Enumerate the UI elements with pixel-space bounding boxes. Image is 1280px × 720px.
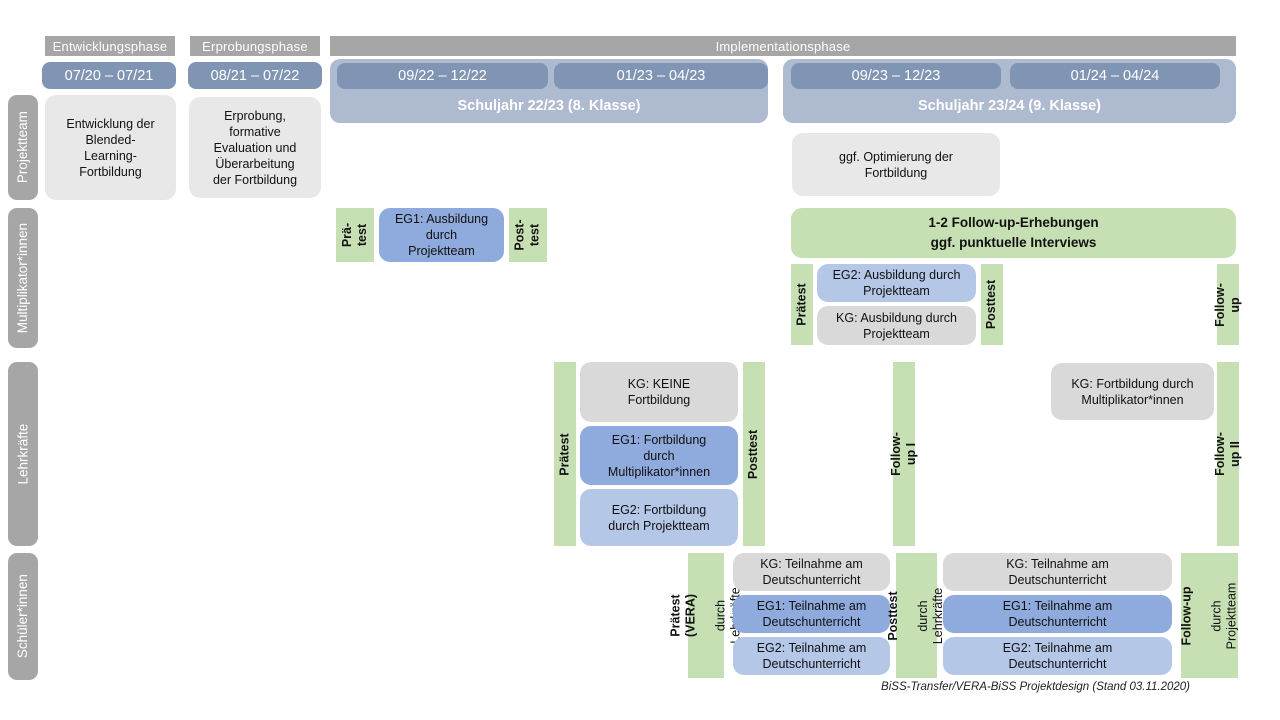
box-erprobung-evaluation: Erprobung, formative Evaluation und Über… <box>189 97 321 198</box>
followup2-label-lehrkraefte: Follow-up II <box>1213 432 1242 476</box>
followup-schueler-sublabel: durch Projektteam <box>1209 582 1239 649</box>
praetest-label-lehrkraefte: Prätest <box>557 432 572 476</box>
followup-label-multiplikatoren: Follow-up <box>1213 282 1242 327</box>
posttest-lehrkraefte-bar: Posttest durch Lehrkräfte <box>887 553 946 678</box>
box-kg-teilnahme-2: KG: Teilnahme am Deutschunterricht <box>943 553 1172 591</box>
date-bar-0720-0721: 07/20 – 07/21 <box>42 62 176 89</box>
praetest-vera-bar: Prätest (VERA) durch Lehrkräfte <box>669 553 743 678</box>
posttest-label-lehrkraefte: Posttest <box>746 429 761 479</box>
posttest-schueler-sublabel: durch Lehrkräfte <box>916 587 946 644</box>
box-eg1-teilnahme-2: EG1: Teilnahme am Deutschunterricht <box>943 595 1172 633</box>
followup2-bar-lehrkraefte: Follow-up II <box>1213 362 1242 546</box>
box-eg1-teilnahme-1: EG1: Teilnahme am Deutschunterricht <box>733 595 890 633</box>
row-label-projektteam-text: Projektteam <box>14 111 30 184</box>
row-label-lehrkraefte: Lehrkräfte <box>8 362 38 546</box>
box-kg-ausbildung-projektteam: KG: Ausbildung durch Projektteam <box>817 306 976 345</box>
date-bar-0821-0722: 08/21 – 07/22 <box>188 62 322 89</box>
praetest-small-label: Prä- test <box>339 222 369 248</box>
date-bar-0124-0424: 01/24 – 04/24 <box>1010 63 1220 89</box>
praetest-vera-label: Prätest (VERA) <box>668 593 698 638</box>
praetest-small-bar: Prä- test <box>336 208 374 262</box>
box-entwicklung-fortbildung: Entwicklung der Blended- Learning- Fortb… <box>45 95 176 200</box>
phase-header-entwicklungsphase: Entwicklungsphase <box>45 36 175 56</box>
posttest-bar-multiplikatoren: Posttest <box>981 264 1003 345</box>
box-kg-fortbildung-multiplikatoren: KG: Fortbildung durch Multiplikator*inne… <box>1051 363 1214 420</box>
praetest-bar-lehrkraefte: Prätest <box>554 362 576 546</box>
posttest-label-multiplikatoren: Posttest <box>984 279 999 330</box>
followup1-bar-lehrkraefte: Follow-up I <box>889 362 918 546</box>
posttest-bar-lehrkraefte: Posttest <box>743 362 765 546</box>
praetest-label-multiplikatoren: Prätest <box>794 283 809 326</box>
followup1-label-lehrkraefte: Follow-up I <box>889 432 918 476</box>
box-followup-erhebungen: 1-2 Follow-up-Erhebungen ggf. punktuelle… <box>791 208 1236 258</box>
box-kg-teilnahme-1: KG: Teilnahme am Deutschunterricht <box>733 553 890 591</box>
box-eg2-ausbildung-projektteam: EG2: Ausbildung durch Projektteam <box>817 264 976 302</box>
followup-projektteam-bar: Follow-up durch Projektteam <box>1180 553 1239 678</box>
box-optimierung-fortbildung: ggf. Optimierung der Fortbildung <box>792 133 1000 196</box>
date-bar-0923-1223: 09/23 – 12/23 <box>791 63 1001 89</box>
followup-schueler-label: Follow-up <box>1179 585 1194 646</box>
box-eg1-fortbildung-multiplikatoren: EG1: Fortbildung durch Multiplikator*inn… <box>580 426 738 485</box>
row-label-projektteam: Projektteam <box>8 95 38 200</box>
row-label-schueler-text: Schüler*innen <box>14 574 30 659</box>
box-eg1-ausbildung-projektteam: EG1: Ausbildung durch Projektteam <box>379 208 504 262</box>
followup-bar-multiplikatoren: Follow-up <box>1213 264 1242 345</box>
box-kg-keine-fortbildung: KG: KEINE Fortbildung <box>580 362 738 422</box>
posttest-small-bar: Post- test <box>509 208 547 262</box>
praetest-bar-multiplikatoren: Prätest <box>791 264 813 345</box>
posttest-small-label: Post- test <box>513 219 542 251</box>
followup-projektteam-text: Follow-up durch Projektteam <box>1165 582 1255 649</box>
phase-header-implementationsphase: Implementationsphase <box>330 36 1236 56</box>
box-eg2-fortbildung-projektteam: EG2: Fortbildung durch Projektteam <box>580 489 738 546</box>
row-label-schueler: Schüler*innen <box>8 553 38 680</box>
box-eg2-teilnahme-1: EG2: Teilnahme am Deutschunterricht <box>733 637 890 675</box>
box-eg2-teilnahme-2: EG2: Teilnahme am Deutschunterricht <box>943 637 1172 675</box>
date-bar-0922-1222: 09/22 – 12/22 <box>337 63 548 89</box>
footer-note: BiSS-Transfer/VERA-BiSS Projektdesign (S… <box>881 681 1190 693</box>
phase-header-erprobungsphase: Erprobungsphase <box>190 36 320 56</box>
row-label-multiplikatoren: Multiplikator*innen <box>8 208 38 348</box>
posttest-schueler-label: Posttest <box>886 590 901 641</box>
row-label-multiplikatoren-text: Multiplikator*innen <box>14 222 30 334</box>
date-bar-0123-0423: 01/23 – 04/23 <box>554 63 768 89</box>
row-label-lehrkraefte-text: Lehrkräfte <box>14 423 30 485</box>
